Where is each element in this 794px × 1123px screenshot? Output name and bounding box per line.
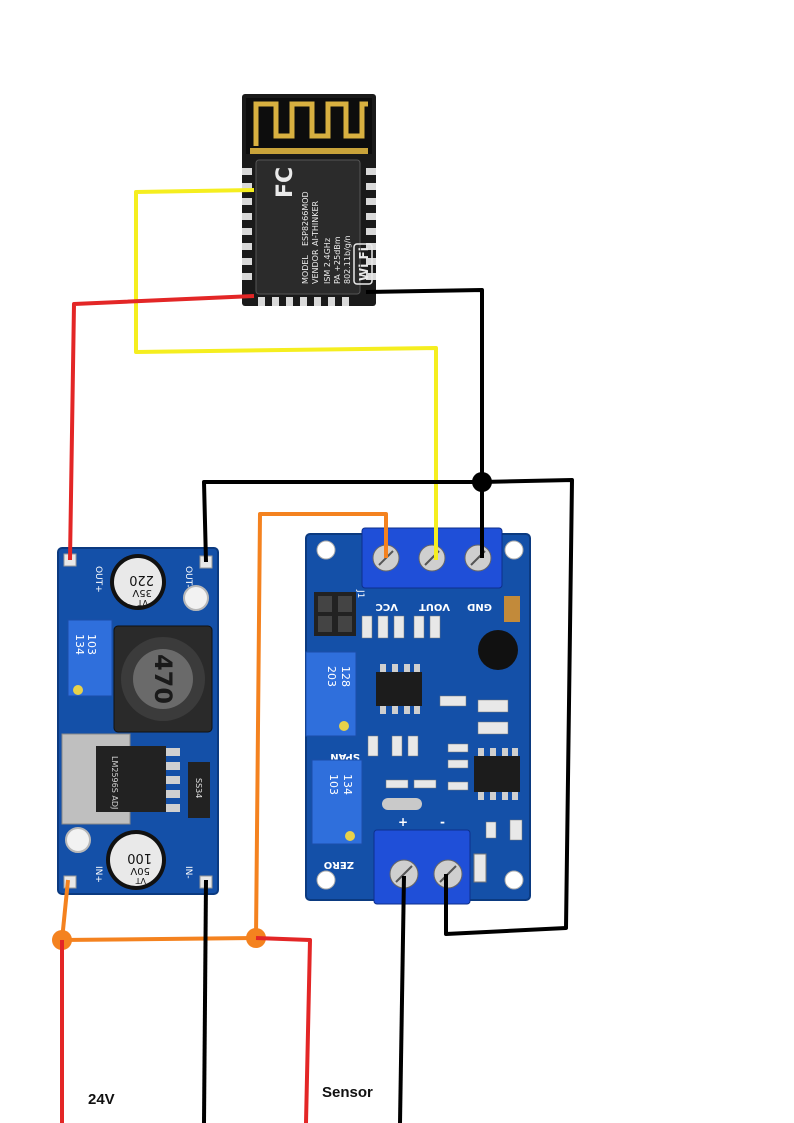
esp-maker: AI-THINKER xyxy=(311,200,320,246)
buck-in-minus-label: IN- xyxy=(183,866,193,879)
red-wire-sensor-supply xyxy=(255,936,312,1123)
esp-wifi-mark: Wi Fi xyxy=(357,247,371,281)
orange-wire-vcc xyxy=(254,512,388,939)
buck-pot-code: 134 xyxy=(73,634,86,655)
buck-cap-top-type: VT xyxy=(138,598,148,607)
zero-pot-code: 134 xyxy=(341,774,354,795)
sensor-label: Sensor xyxy=(322,1084,373,1101)
buck-in-plus-label: IN+ xyxy=(93,866,103,883)
esp-model-text: MODEL xyxy=(301,255,310,284)
black-wire-gnd-loop xyxy=(444,478,574,936)
black-wire-esp-gnd xyxy=(365,288,484,482)
esp-model: ESP8266MOD xyxy=(301,191,310,246)
esp-ism: ISM 2.4GHz xyxy=(323,238,332,284)
antenna-trace xyxy=(253,101,368,146)
terminal-vcc-label: VCC xyxy=(376,601,398,612)
span-label: SPAN xyxy=(330,751,360,762)
span-pot-code: 128 xyxy=(339,666,352,687)
buck-converter-module: OUT+ OUT- IN+ IN- 220 35V VT 134 103 470… xyxy=(57,547,219,895)
buck-out-plus-label: OUT+ xyxy=(93,566,103,593)
buck-out-minus-label: OUT- xyxy=(183,566,193,588)
buck-cap-bottom-voltage: 50V xyxy=(130,865,150,876)
yellow-wire xyxy=(134,188,438,560)
black-wire-sensor-signal xyxy=(398,875,406,1123)
red-wire-esp-power xyxy=(68,294,255,561)
orange-junction-right xyxy=(246,928,266,948)
esp-vendor-text: VENDOR xyxy=(311,249,320,284)
orange-wire-buck-in xyxy=(60,879,70,941)
input-minus-label: - xyxy=(440,815,445,829)
buck-cap-top-value: 220 xyxy=(129,572,154,587)
supply-label: 24V xyxy=(88,1091,115,1108)
esp-fc-mark: FC xyxy=(273,167,298,198)
esp8266-module: FC MODEL VENDOR ESP8266MOD AI-THINKER IS… xyxy=(242,94,376,306)
terminal-vout-label: VOUT xyxy=(419,601,450,612)
gnd-junction xyxy=(472,472,492,492)
esp-standard: 802.11b/g/n xyxy=(343,235,352,284)
jumper-label: J1 xyxy=(355,589,365,598)
buck-regulator-label: LM2596S ADJ xyxy=(110,756,119,809)
buck-cap-top-voltage: 35V xyxy=(132,587,152,598)
terminal-gnd-label: GND xyxy=(467,601,492,612)
buck-cap-bottom-value: 100 xyxy=(127,850,152,865)
span-pot-value: 203 xyxy=(325,666,338,687)
buck-inductor-value: 470 xyxy=(149,654,177,704)
buck-diode-label: SS34 xyxy=(194,778,203,798)
buck-pot-value: 103 xyxy=(85,634,98,655)
zero-pot-value: 103 xyxy=(327,774,340,795)
transmitter-module: VCC VOUT GND J1 128 203 SPAN xyxy=(305,527,531,905)
esp-pa: PA +25dBm xyxy=(333,236,342,284)
input-plus-label: + xyxy=(398,815,408,829)
black-wire-buck-in-minus xyxy=(202,879,208,1123)
black-wire-buck-out-minus xyxy=(202,480,482,563)
orange-wire-bus xyxy=(61,936,257,942)
buck-cap-bottom-type: VT xyxy=(136,876,146,885)
zero-label: ZERO xyxy=(324,859,354,870)
